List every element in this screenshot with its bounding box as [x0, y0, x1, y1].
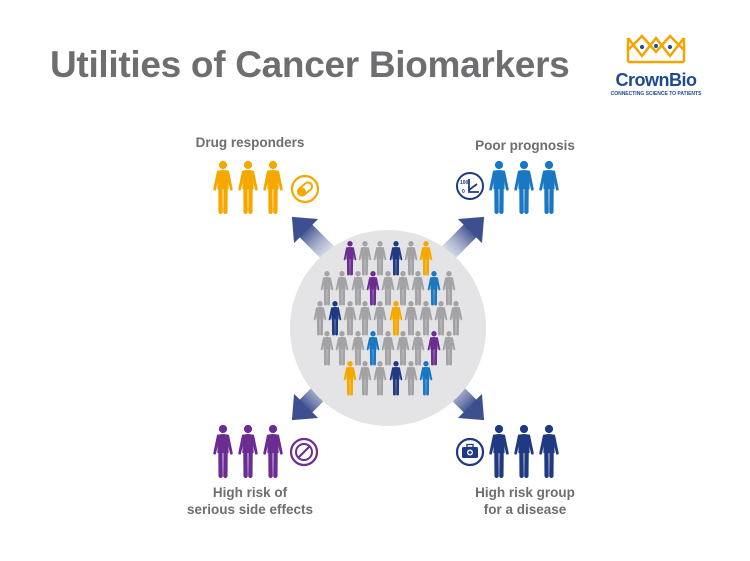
logo-tagline: CONNECTING SCIENCE TO PATIENTS [610, 91, 702, 97]
logo-name: CrownBio [615, 70, 698, 90]
group-person-figure [237, 424, 259, 478]
person-figure-navy [389, 360, 403, 396]
person-figure-orange [343, 360, 357, 396]
page-title: Utilities of Cancer Biomarkers [50, 44, 570, 85]
pill-icon [290, 174, 320, 204]
group-person-figure [513, 160, 535, 214]
population-circle [290, 230, 486, 426]
group-person-figure [237, 160, 259, 214]
group-person-figure [538, 160, 560, 214]
label-disease-risk: High risk group for a disease [460, 484, 590, 518]
group-person-figure [262, 424, 284, 478]
group-person-figure [212, 160, 234, 214]
chart-icon-bottom-label: 0 [462, 189, 465, 195]
label-line: serious side effects [186, 502, 314, 517]
label-line: High risk of [212, 485, 288, 500]
person-figure-gray [442, 330, 456, 366]
person-figure-blue [419, 360, 433, 396]
chart-icon-top-label: 100 [460, 180, 469, 186]
group-person-figure [262, 160, 284, 214]
label-line: for a disease [483, 502, 567, 517]
crown-icon [626, 34, 686, 64]
label-line: High risk group [475, 485, 575, 500]
survival-chart-icon: 100 0 [456, 172, 484, 200]
person-figure-gray [320, 330, 334, 366]
person-figure-gray [358, 360, 372, 396]
crownbio-logo: CrownBio CONNECTING SCIENCE TO PATIENTS [606, 32, 706, 102]
prohibited-icon [289, 437, 319, 467]
person-figure-gray [404, 360, 418, 396]
label-side-effects: High risk of serious side effects [180, 484, 320, 518]
group-person-figure [212, 424, 234, 478]
medical-kit-icon [455, 437, 485, 467]
group-person-figure [513, 424, 535, 478]
person-figure-gray [373, 360, 387, 396]
group-person-figure [488, 424, 510, 478]
group-person-figure [488, 160, 510, 214]
group-person-figure [538, 424, 560, 478]
label-poor-prognosis: Poor prognosis [475, 138, 575, 153]
label-drug-responders: Drug responders [195, 135, 305, 150]
